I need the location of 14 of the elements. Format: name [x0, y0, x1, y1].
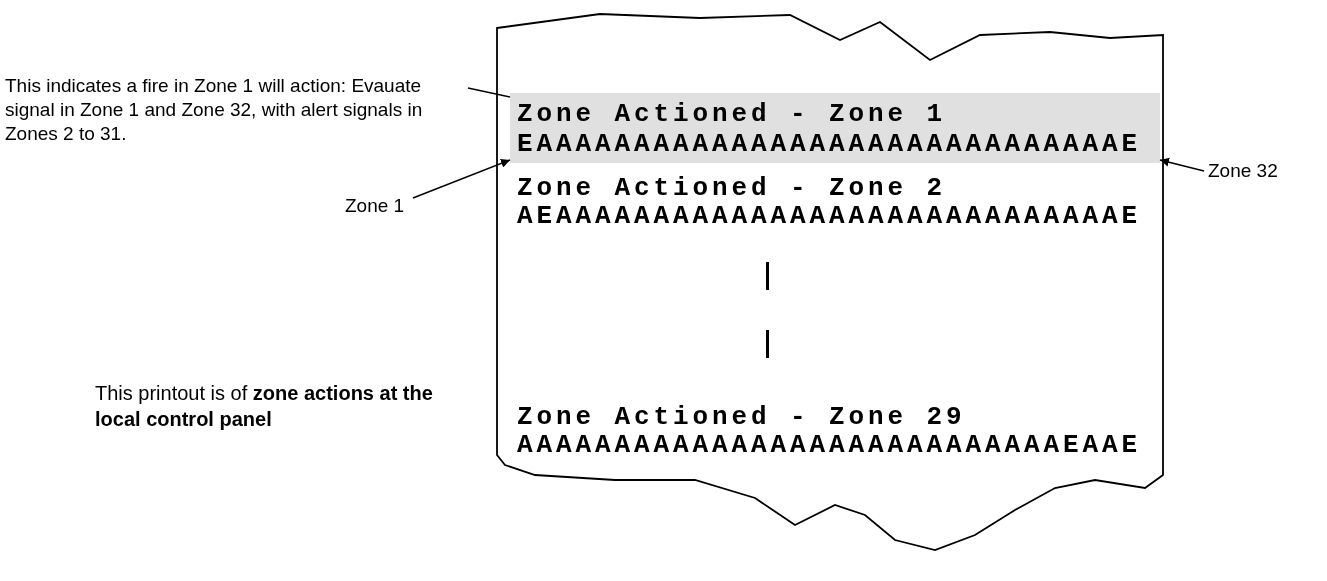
note-text: This printout is of zone actions at the local control panel: [95, 381, 434, 432]
pointer-label: Zone 32: [1208, 158, 1278, 184]
printout-line: Zone Actioned - Zone 29: [517, 402, 966, 432]
printout-line: Zone Actioned - Zone 1: [517, 99, 948, 129]
printout-line: AAAAAAAAAAAAAAAAAAAAAAAAAAAAEAAE: [517, 430, 1142, 460]
arrow: [412, 159, 511, 199]
printout-line: Zone Actioned - Zone 2: [517, 173, 947, 203]
arrow: [1159, 157, 1205, 172]
pointer-label: Zone 1: [345, 193, 405, 219]
leader-line: [467, 87, 511, 98]
printout-line: EAAAAAAAAAAAAAAAAAAAAAAAAAAAAAAE: [517, 129, 1143, 159]
printout-line: AEAAAAAAAAAAAAAAAAAAAAAAAAAAAAAE: [517, 201, 1142, 231]
annotation-text: This indicates a fire in Zone 1 will action: Evauate signal in Zone 1 and Zone 32, with alert signals in Zones 2 to 31.: [5, 74, 475, 146]
highlighted-band: [510, 93, 1160, 163]
